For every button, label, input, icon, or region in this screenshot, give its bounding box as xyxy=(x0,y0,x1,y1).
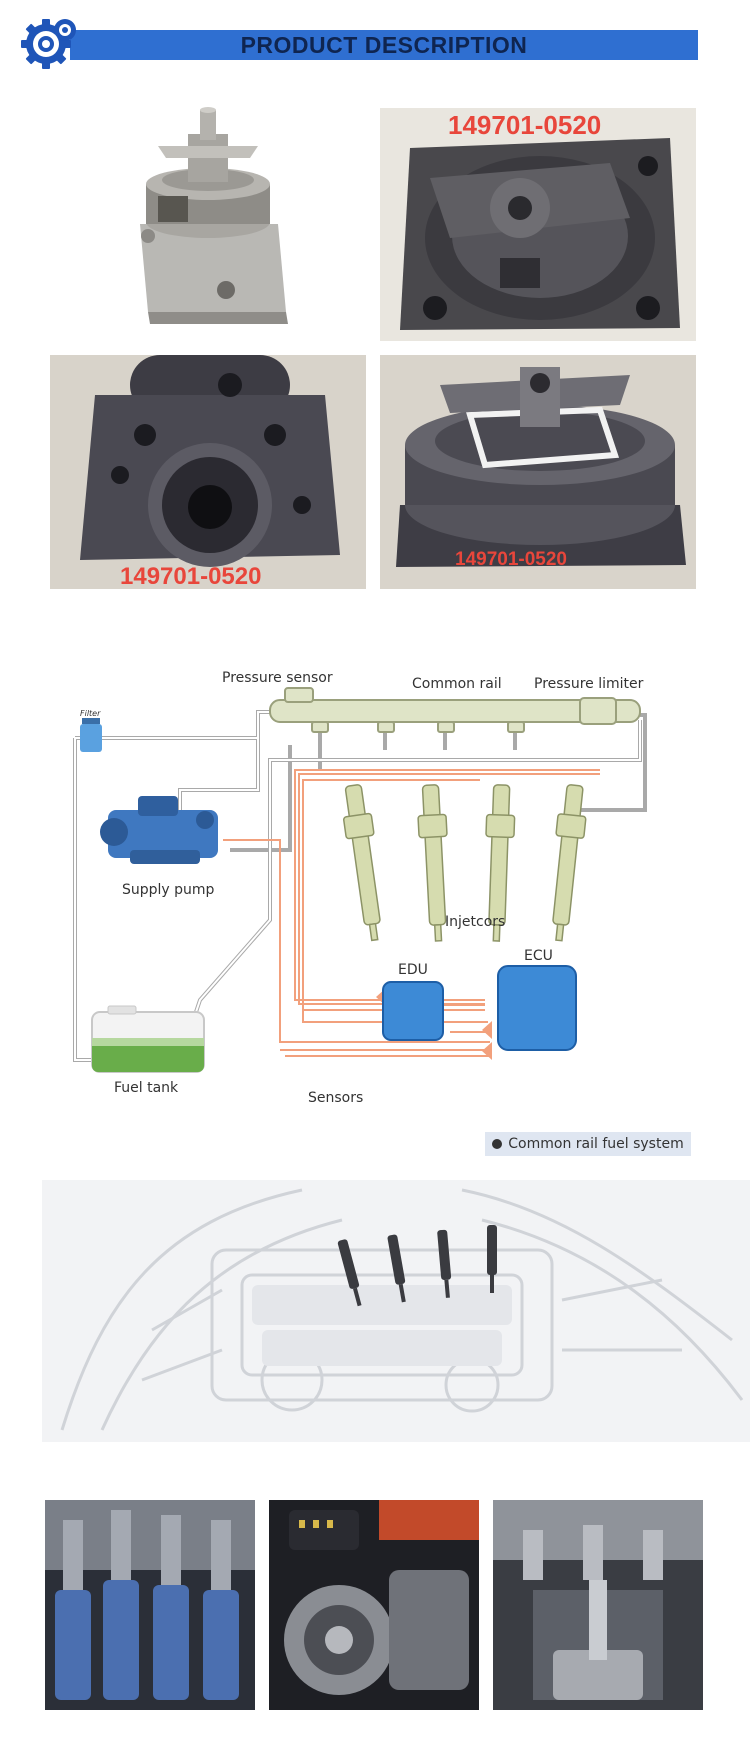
part-number-label: 149701-0520 xyxy=(448,110,602,140)
engine-photo-cylinder xyxy=(493,1500,703,1710)
common-rail-diagram: Pressure sensor Common rail Pressure lim… xyxy=(40,660,710,1110)
part-number-label: 149701-0520 xyxy=(120,563,262,589)
product-photo-front-view: 149701-0520 xyxy=(50,355,366,589)
product-photo-side-view: 149701-0520 xyxy=(380,355,696,589)
common-rail-label: Common rail xyxy=(412,676,502,692)
sensors-label: Sensors xyxy=(308,1090,363,1106)
engine-illustration xyxy=(42,1180,750,1442)
edu-label: EDU xyxy=(398,962,428,978)
fuel-tank-label: Fuel tank xyxy=(114,1080,179,1096)
engine-photo-valvetrain xyxy=(45,1500,255,1710)
bullet-icon xyxy=(492,1139,503,1149)
product-photo-pump-head xyxy=(118,104,368,344)
filter-label: Filter xyxy=(80,709,101,718)
gear-icon xyxy=(20,14,80,72)
pressure-sensor-label: Pressure sensor xyxy=(222,670,333,686)
injectors-label: Injetcors xyxy=(445,914,505,930)
product-photo-top-view: 149701-0520 xyxy=(380,108,696,341)
supply-pump-label: Supply pump xyxy=(122,882,215,898)
diagram-caption-text: Common rail fuel system xyxy=(508,1136,684,1152)
section-banner: PRODUCT DESCRIPTION xyxy=(70,30,698,60)
pressure-limiter-label: Pressure limiter xyxy=(534,676,644,692)
diagram-caption: Common rail fuel system xyxy=(485,1132,691,1156)
ecu-label: ECU xyxy=(524,948,553,964)
section-title: PRODUCT DESCRIPTION xyxy=(240,31,528,58)
engine-photo-pump xyxy=(269,1500,479,1710)
part-number-label: 149701-0520 xyxy=(455,549,567,570)
